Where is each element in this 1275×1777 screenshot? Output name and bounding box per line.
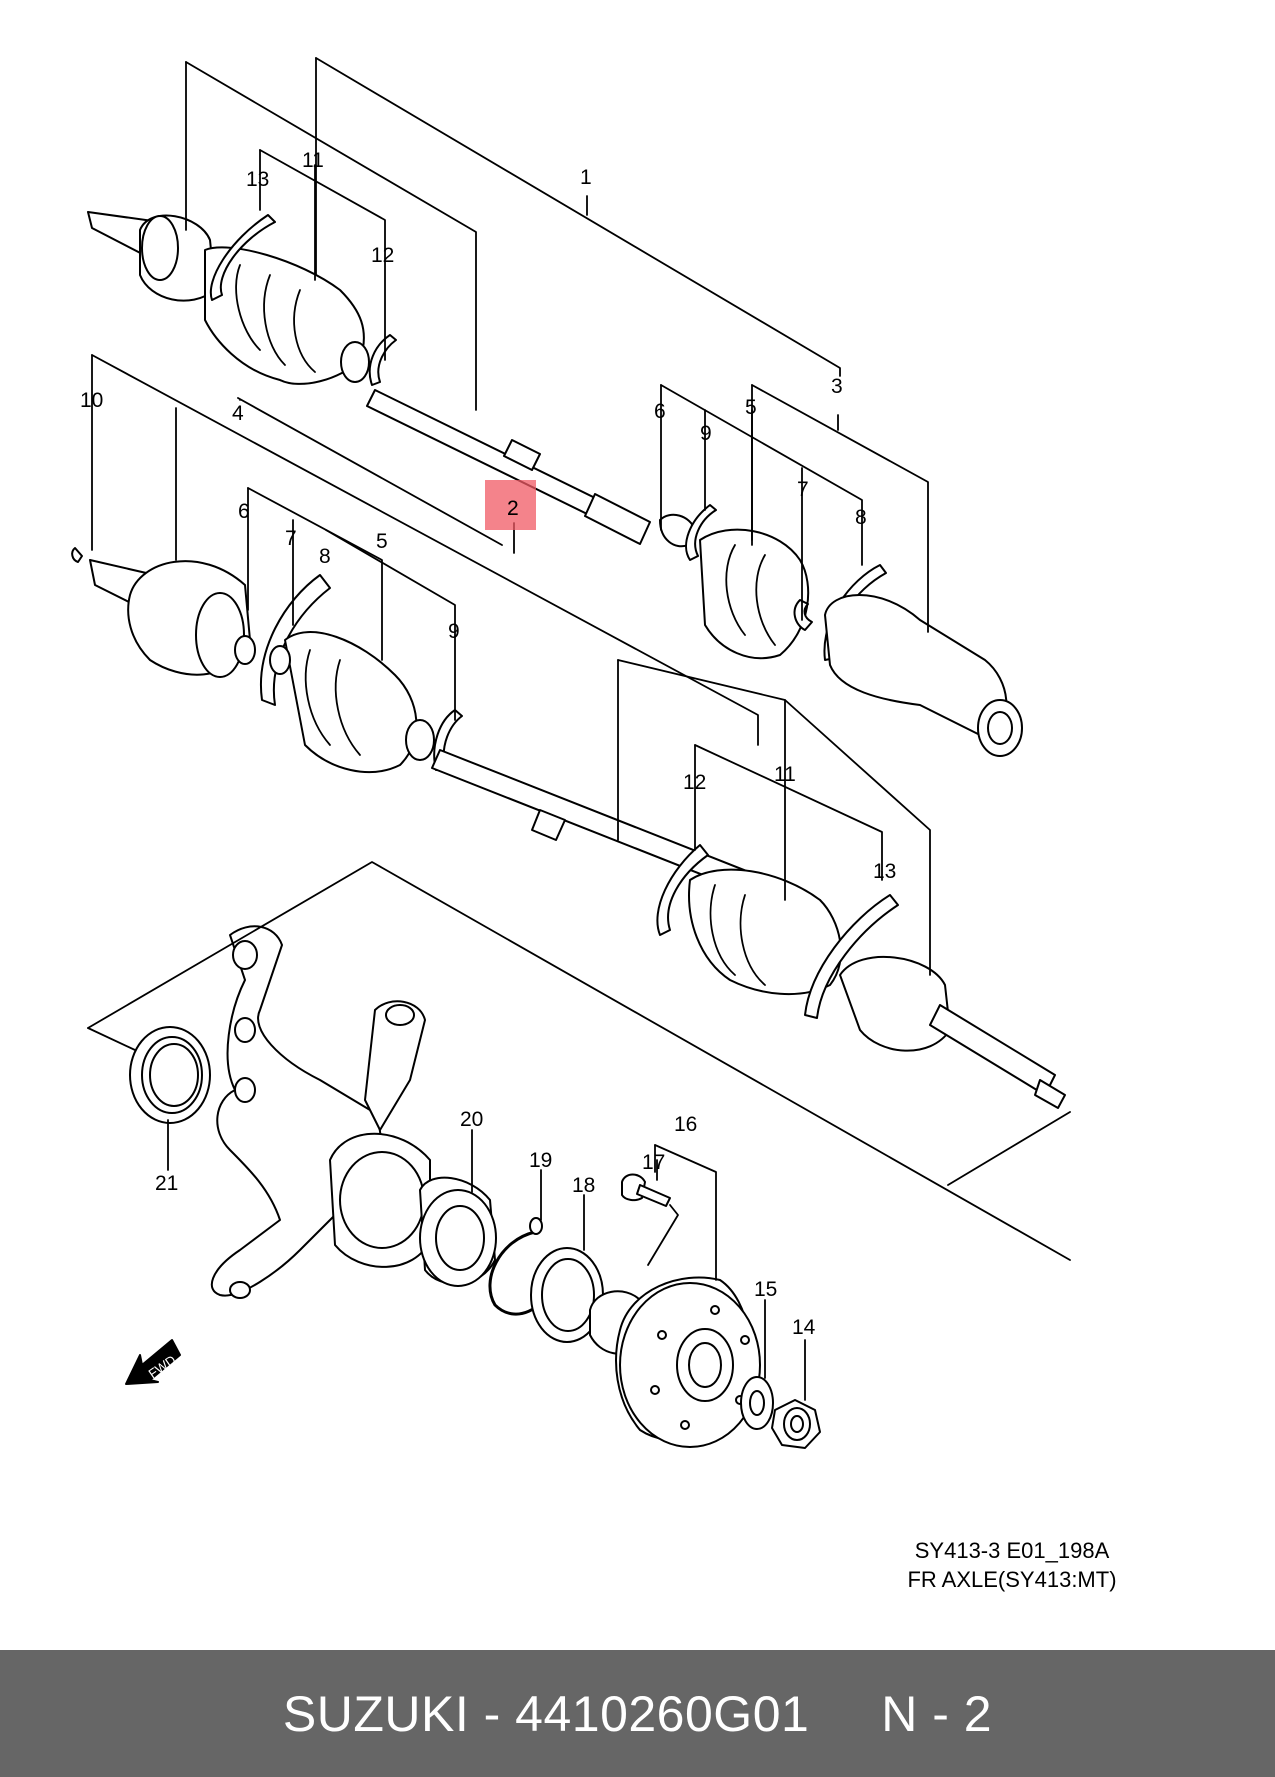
lower-outer-joint <box>656 844 1066 1109</box>
callout-9-left: 9 <box>448 620 460 643</box>
callout-5-left: 5 <box>376 530 388 553</box>
washer <box>740 1376 774 1430</box>
callout-8-right: 8 <box>855 506 867 529</box>
callout-3: 3 <box>831 375 843 398</box>
footer-part-number: SUZUKI - 4410260G01 N - 2 <box>282 1685 993 1742</box>
callout-7-left: 7 <box>285 527 297 550</box>
callout-6-right: 6 <box>654 400 666 423</box>
callout-20: 20 <box>460 1108 483 1131</box>
hub-bolt <box>621 1173 671 1207</box>
callout-12-upper: 12 <box>371 244 394 267</box>
oil-seal <box>129 1026 211 1124</box>
parts-diagram: FWD <box>71 57 1071 1449</box>
callout-10: 10 <box>80 389 103 412</box>
callout-14: 14 <box>792 1316 816 1339</box>
callout-13-upper: 13 <box>246 168 269 191</box>
highlight-marker <box>485 480 536 530</box>
footer-bar: SUZUKI - 4410260G01 N - 2 <box>0 1650 1275 1777</box>
callout-6-left: 6 <box>238 500 250 523</box>
callout-8-left: 8 <box>319 545 331 568</box>
hub-nut <box>771 1399 821 1449</box>
diagram-code-block: SY413-3 E01_198A FR AXLE(SY413:MT) <box>862 1536 1162 1594</box>
callout-13-lower: 13 <box>873 860 896 883</box>
callout-12-lower: 12 <box>683 771 706 794</box>
bearing <box>419 1176 497 1287</box>
callout-7-right: 7 <box>797 478 809 501</box>
callout-21: 21 <box>155 1172 178 1195</box>
upper-drive-shaft <box>87 211 651 545</box>
callout-11-lower: 11 <box>774 763 796 786</box>
wheel-hub <box>589 1276 761 1448</box>
callout-11-upper: 11 <box>302 149 324 172</box>
callout-5-right: 5 <box>745 396 757 419</box>
fwd-arrow-icon: FWD <box>125 1339 181 1385</box>
diagram-code: SY413-3 E01_198A <box>914 1538 1110 1563</box>
callout-9-right: 9 <box>700 422 712 445</box>
leader-lines <box>87 57 1071 1401</box>
callout-4: 4 <box>232 402 244 425</box>
inner-joint-right <box>659 504 1023 757</box>
callout-16: 16 <box>674 1113 697 1136</box>
callout-18: 18 <box>572 1174 595 1197</box>
diagram-title: FR AXLE(SY413:MT) <box>907 1567 1117 1592</box>
callouts: 1 2 3 4 5 5 6 6 7 7 8 8 9 9 10 11 11 12 … <box>80 149 896 1339</box>
knuckle <box>210 925 431 1299</box>
callout-15: 15 <box>754 1278 777 1301</box>
callout-1: 1 <box>580 166 592 189</box>
callout-17: 17 <box>642 1151 665 1174</box>
callout-19: 19 <box>529 1149 552 1172</box>
